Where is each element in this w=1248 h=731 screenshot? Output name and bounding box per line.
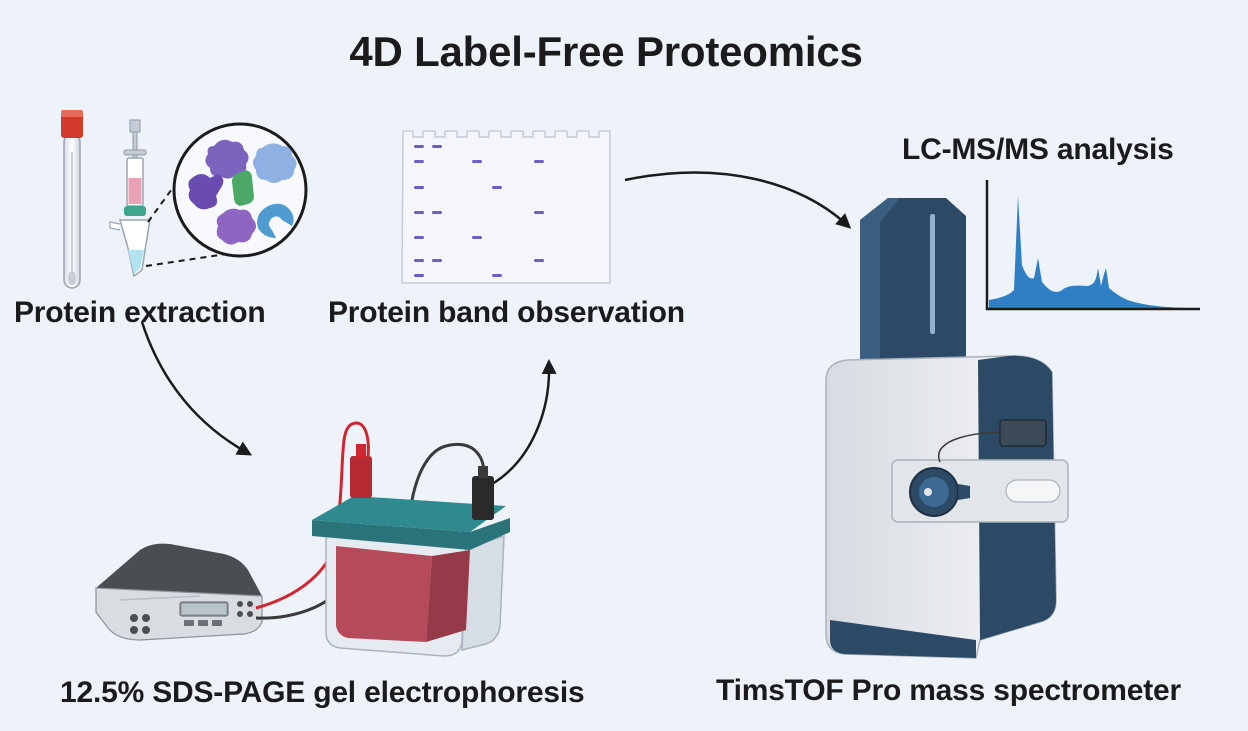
sample-tube-icon: [61, 110, 83, 289]
syringe-icon: [109, 119, 151, 278]
arrow-extraction-to-sds: [140, 321, 253, 456]
label-lcms-analysis: LC-MS/MS analysis: [902, 133, 1174, 166]
gel-image-icon: [401, 130, 611, 284]
arrow-sds-to-band: [491, 359, 557, 486]
protein-molecules-icon: [172, 122, 308, 258]
black-wire-upper: [410, 443, 486, 501]
label-protein-band-observation: Protein band observation: [328, 296, 685, 329]
label-protein-extraction: Protein extraction: [14, 296, 266, 329]
label-sds-page: 12.5% SDS-PAGE gel electrophoresis: [60, 676, 585, 709]
arrow-band-to-ms: [624, 171, 852, 229]
red-wire: [255, 421, 370, 610]
mass-spectrometer-icon: [825, 198, 1069, 659]
electrophoresis-tank-icon: [312, 444, 510, 657]
label-timstof: TimsTOF Pro mass spectrometer: [716, 674, 1181, 707]
power-supply-icon: [95, 543, 263, 641]
zoom-line: [147, 159, 194, 223]
mass-spectrum-icon: [985, 180, 1200, 311]
diagram-title: 4D Label-Free Proteomics: [349, 28, 863, 75]
